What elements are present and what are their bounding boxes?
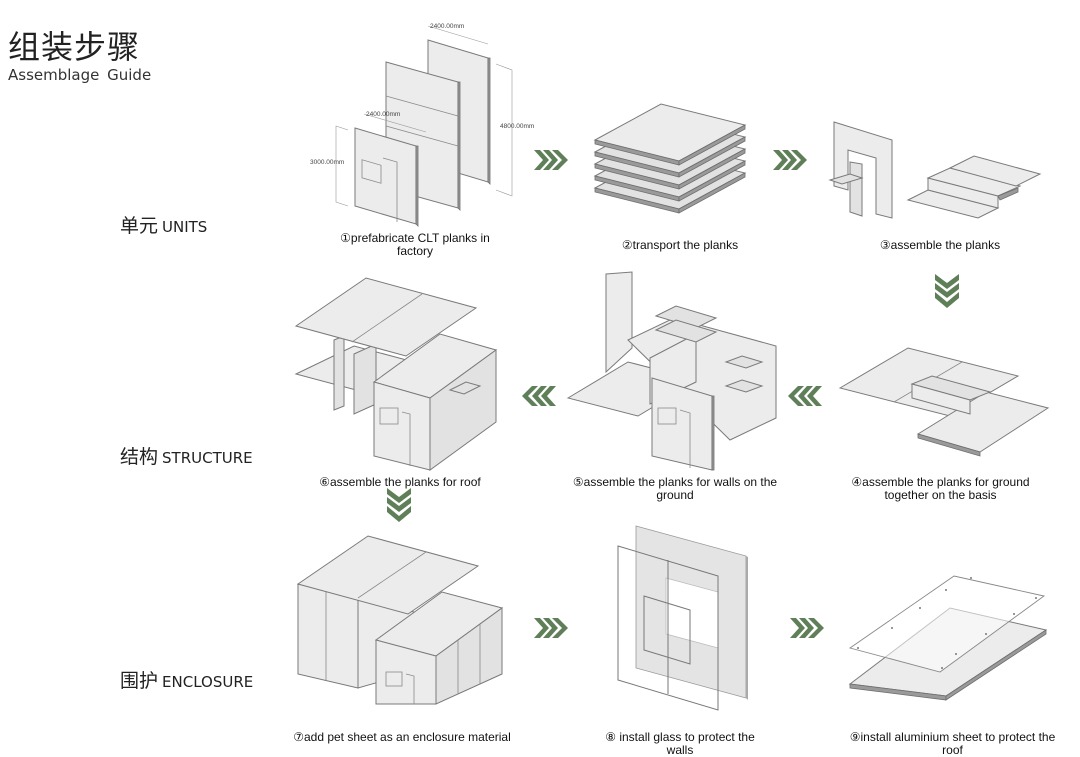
step-2-illustration <box>593 103 747 214</box>
row-label-en: STRUCTURE <box>162 449 253 467</box>
row-label-en: UNITS <box>162 218 208 236</box>
triple-chevron-right-icon <box>773 150 807 170</box>
dimension-line <box>335 125 349 207</box>
triple-chevron-left-icon <box>522 386 556 406</box>
roof-plank <box>294 277 478 357</box>
dimension-label: 2400.00mm <box>366 111 400 118</box>
screw-holes <box>857 577 1037 669</box>
window-opening <box>379 407 399 425</box>
shelf <box>448 381 482 395</box>
plank-seam <box>385 125 459 147</box>
door-opening <box>382 157 398 222</box>
plank-seam <box>357 551 427 599</box>
step-3-caption: ③assemble the planks <box>879 238 1001 252</box>
triple-chevron-down-icon <box>387 488 411 522</box>
step-1-caption: ①prefabricate CLT planks in factory <box>340 231 490 258</box>
step-6-illustration <box>294 277 498 471</box>
row-label-zh: 围护 <box>120 670 159 692</box>
step-block <box>911 383 971 415</box>
step-8-illustration <box>617 525 748 711</box>
dimension-line <box>495 63 513 197</box>
window-opening <box>657 407 677 425</box>
glass-pane <box>617 545 719 711</box>
plank-edge <box>487 57 491 185</box>
wall-plank <box>333 335 345 411</box>
plank-edge <box>711 395 715 471</box>
triple-chevron-right-icon <box>534 150 568 170</box>
side-wall <box>429 349 497 471</box>
step-9-caption: ⑨install aluminium sheet to protect the … <box>849 730 1056 757</box>
window-opening <box>361 159 382 184</box>
triple-chevron-right-icon <box>534 618 568 638</box>
step-2-caption: ②transport the planks <box>621 238 739 252</box>
wall-plank <box>605 271 633 374</box>
page-subtitle: Assemblage Guide <box>8 66 152 84</box>
triple-chevron-left-icon <box>788 386 822 406</box>
door-opening <box>679 409 691 468</box>
aluminium-sheet <box>848 575 1046 673</box>
wall-plank <box>353 343 377 415</box>
step-9-illustration <box>848 575 1048 701</box>
step-1-illustration: 2400.00mm 2400.00mm 4800.00mm 3000.00mm <box>310 23 534 227</box>
step-5-illustration <box>566 271 777 471</box>
page-title: 组装步骤 <box>8 28 141 66</box>
door-opening <box>401 411 411 466</box>
wall-unit <box>828 121 893 219</box>
shelf <box>654 319 718 343</box>
front-wall <box>373 381 431 471</box>
step-6-caption: ⑥assemble the planks for roof <box>319 475 481 489</box>
plank-edge <box>917 433 981 457</box>
plank-edge <box>945 629 1047 701</box>
floor-unit <box>906 155 1042 219</box>
dimension-label: 2400.00mm <box>430 23 464 30</box>
plank-edge <box>415 145 419 227</box>
dimension-label: 4800.00mm <box>500 123 534 130</box>
step-4-caption: ④assemble the planks for ground together… <box>851 475 1030 502</box>
plank-stack <box>593 103 747 214</box>
row-label-en: ENCLOSURE <box>162 673 254 691</box>
step-7-caption: ⑦add pet sheet as an enclosure material <box>293 730 511 744</box>
door-opening <box>405 673 415 704</box>
step-4-illustration <box>838 347 1050 457</box>
shelf <box>724 379 764 393</box>
plank-seam <box>385 95 459 117</box>
step-3-illustration <box>828 121 1042 219</box>
dimension-label: 3000.00mm <box>310 159 344 166</box>
step-7-illustration <box>296 535 504 705</box>
glass-window <box>643 595 691 665</box>
wall-panel-edge <box>746 556 748 700</box>
row-label-zh: 结构 <box>120 446 159 468</box>
shelf <box>724 355 764 369</box>
step-8-caption: ⑧ install glass to protect the walls <box>605 730 755 757</box>
step-5-caption: ⑤assemble the planks for walls on the gr… <box>572 475 778 502</box>
plank-seam <box>351 293 423 343</box>
row-label-zh: 单元 <box>120 215 159 237</box>
dimension-line <box>427 25 489 45</box>
roof-plank <box>296 535 480 615</box>
dimension-line <box>363 113 427 133</box>
triple-chevron-right-icon <box>790 618 824 638</box>
window-opening <box>385 671 403 687</box>
enclosure-wall <box>297 583 359 689</box>
triple-chevron-down-icon <box>935 274 959 308</box>
plank-edge <box>457 81 461 211</box>
